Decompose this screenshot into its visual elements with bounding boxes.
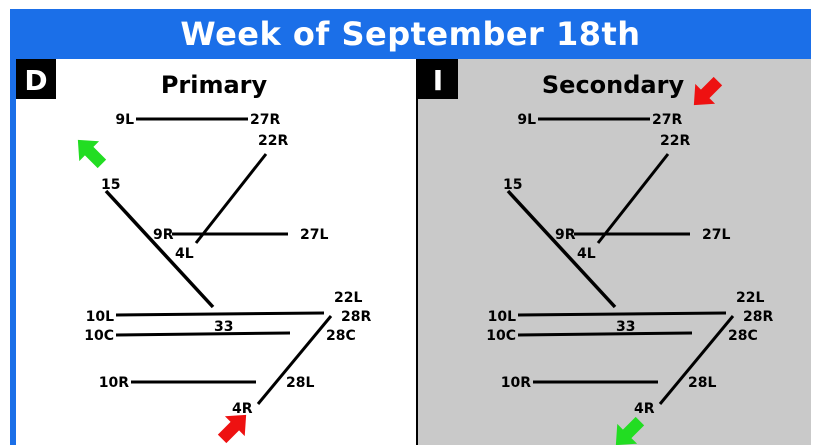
label-9l: 9L bbox=[115, 112, 134, 128]
runway-10l-28r bbox=[115, 311, 325, 317]
runway-4l-22r bbox=[194, 153, 268, 244]
badge-box bbox=[16, 59, 56, 99]
label-27r: 27R bbox=[250, 112, 280, 128]
label-28c: 28C bbox=[326, 328, 356, 344]
label-22r: 22R bbox=[660, 133, 690, 149]
red-arrow-icon bbox=[693, 76, 723, 106]
badge-box bbox=[418, 59, 458, 99]
panel-heading: Primary bbox=[161, 71, 268, 99]
label-10r: 10R bbox=[501, 375, 531, 391]
panel-divider bbox=[416, 59, 418, 445]
secondary-runway-diagram: I Secondary 9L 27R 22R 15 9R 27L 4L 22L … bbox=[418, 59, 773, 445]
page-title: Week of September 18th bbox=[180, 15, 641, 53]
label-27l: 27L bbox=[300, 227, 328, 243]
label-9l: 9L bbox=[517, 112, 536, 128]
label-22l: 22L bbox=[334, 290, 362, 306]
runway-15-33 bbox=[506, 189, 617, 309]
label-15: 15 bbox=[503, 177, 522, 193]
runway-10c-28c bbox=[115, 331, 291, 337]
label-10r: 10R bbox=[99, 375, 129, 391]
green-arrow-icon bbox=[615, 416, 645, 445]
label-9r: 9R bbox=[153, 227, 174, 243]
label-22r: 22R bbox=[258, 133, 288, 149]
runway-10l-28r bbox=[517, 311, 727, 317]
label-27r: 27R bbox=[652, 112, 682, 128]
secondary-panel: I Secondary 9L 27R 22R 15 9R 27L 4L 22L … bbox=[418, 59, 811, 445]
label-28r: 28R bbox=[743, 309, 773, 325]
frame: Week of September 18th D Primary 9L 27R … bbox=[10, 9, 811, 445]
label-4l: 4L bbox=[577, 246, 596, 262]
primary-panel: D Primary 9L 27R 22R 15 9R 27L 4L 22L 10… bbox=[16, 59, 416, 445]
green-arrow-icon bbox=[77, 139, 107, 169]
label-10c: 10C bbox=[486, 328, 516, 344]
label-10l: 10L bbox=[86, 309, 114, 325]
panel-badge: I bbox=[433, 64, 443, 97]
label-27l: 27L bbox=[702, 227, 730, 243]
label-28r: 28R bbox=[341, 309, 371, 325]
label-4r: 4R bbox=[232, 401, 253, 417]
label-10l: 10L bbox=[488, 309, 516, 325]
label-4l: 4L bbox=[175, 246, 194, 262]
panel-badge: D bbox=[24, 64, 47, 97]
label-9r: 9R bbox=[555, 227, 576, 243]
label-28c: 28C bbox=[728, 328, 758, 344]
label-28l: 28L bbox=[688, 375, 716, 391]
runway-10c-28c bbox=[517, 331, 693, 337]
runway-15-33 bbox=[104, 189, 215, 309]
label-15: 15 bbox=[101, 177, 120, 193]
label-4r: 4R bbox=[634, 401, 655, 417]
runway-4r-22l bbox=[256, 315, 333, 405]
label-22l: 22L bbox=[736, 290, 764, 306]
runway-4r-22l bbox=[658, 315, 735, 405]
panel-heading: Secondary bbox=[542, 71, 685, 99]
label-33: 33 bbox=[616, 319, 635, 335]
label-10c: 10C bbox=[84, 328, 114, 344]
runway-4l-22r bbox=[596, 153, 670, 244]
primary-runway-diagram: D Primary 9L 27R 22R 15 9R 27L 4L 22L 10… bbox=[16, 59, 371, 444]
label-28l: 28L bbox=[286, 375, 314, 391]
label-33: 33 bbox=[214, 319, 233, 335]
red-arrow-icon bbox=[217, 414, 247, 444]
